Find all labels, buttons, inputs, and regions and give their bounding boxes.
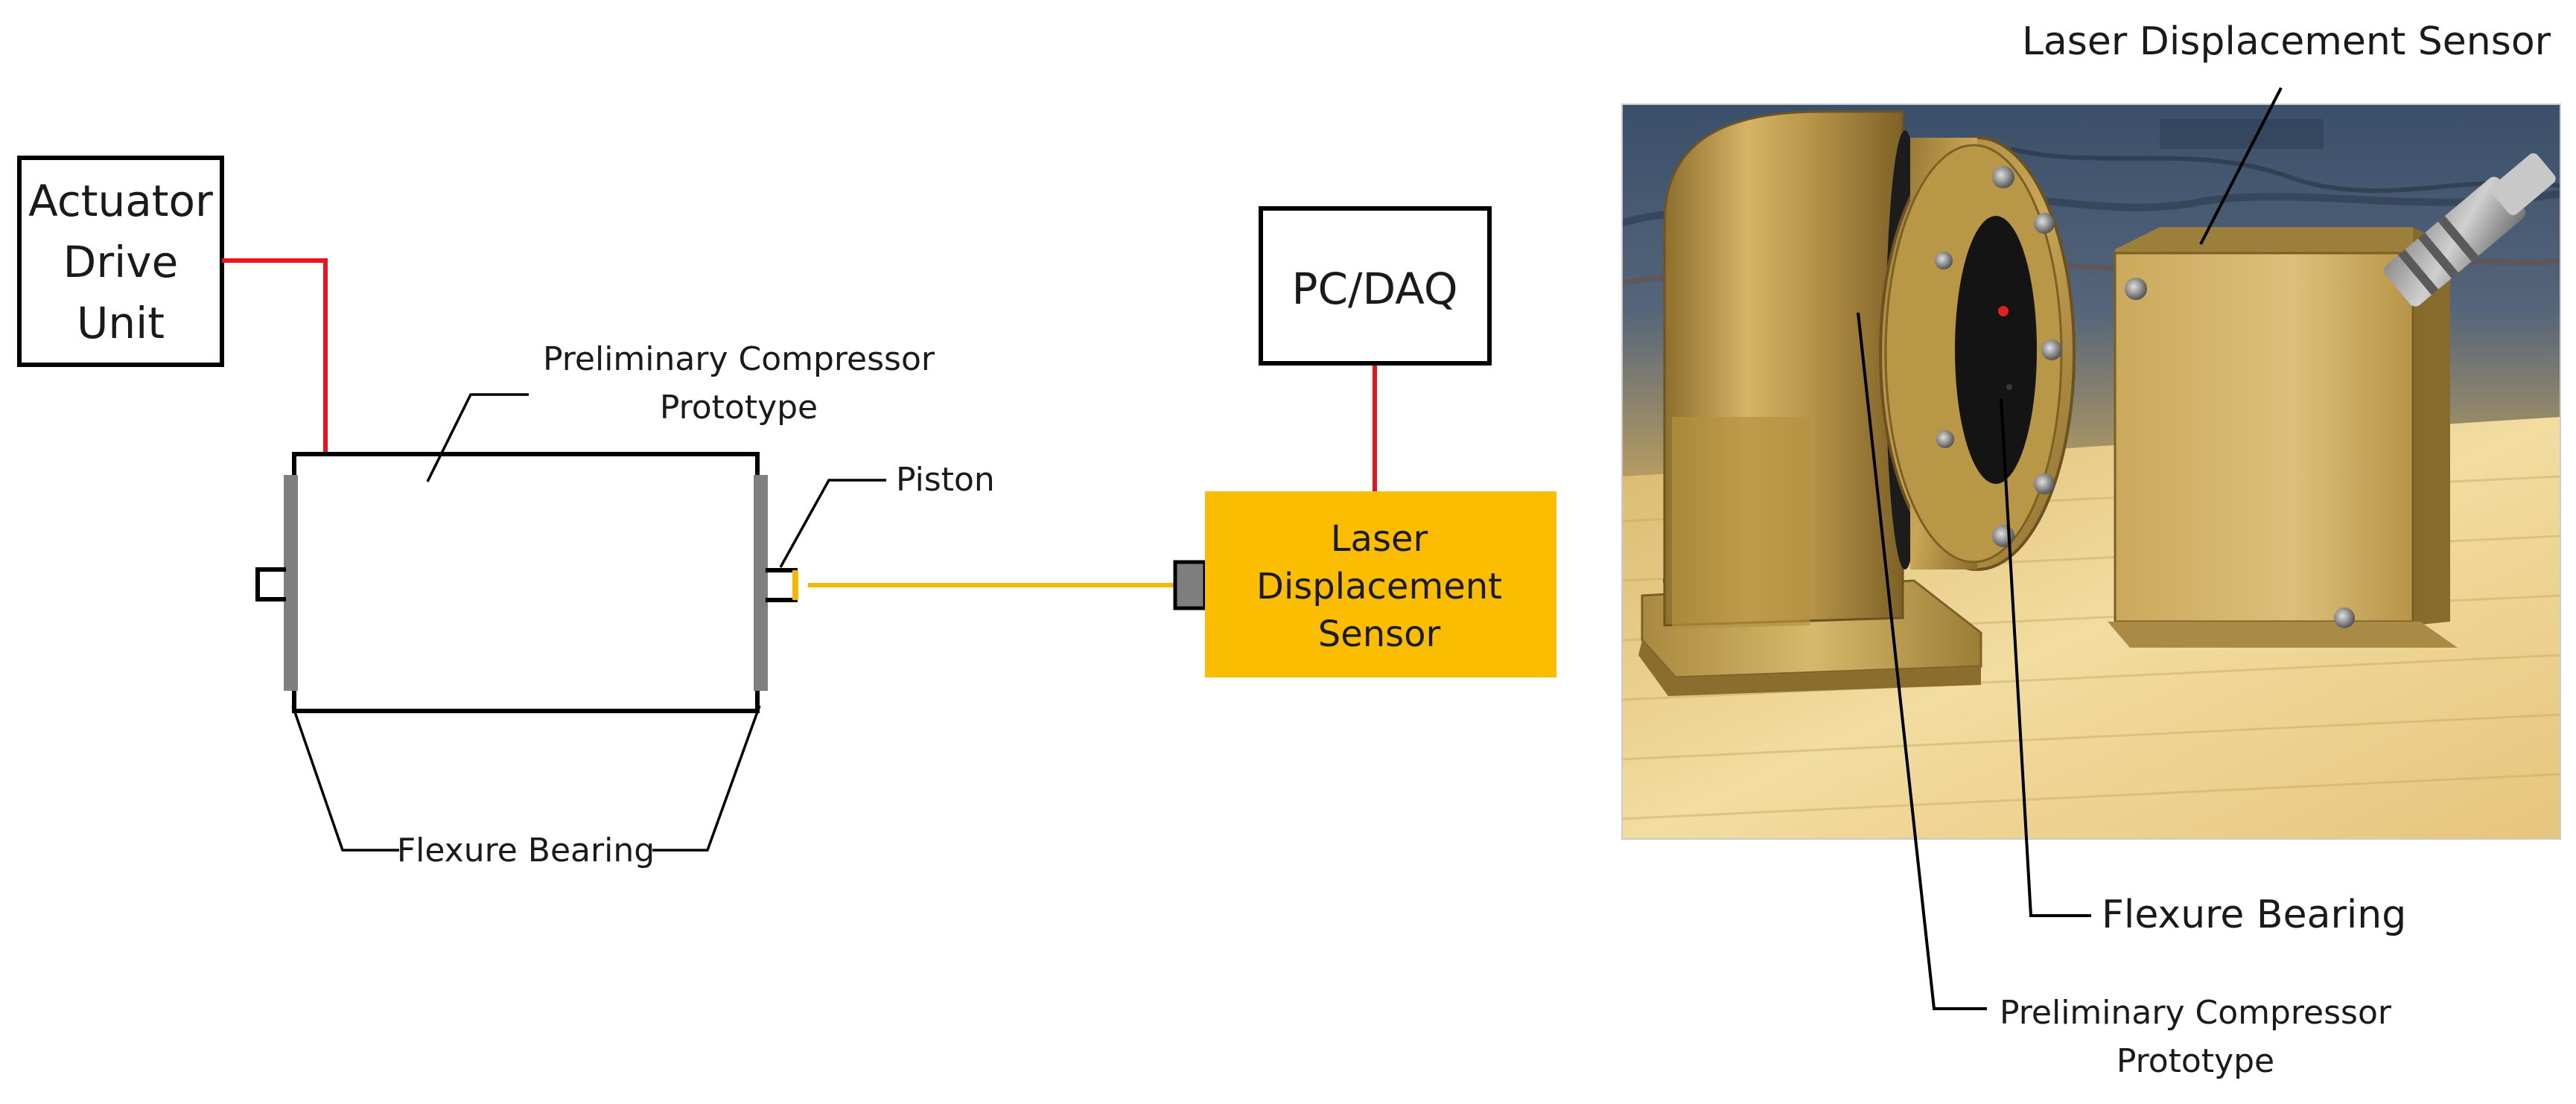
photo-compressor-label-line1: Preliminary Compressor: [2000, 994, 2392, 1032]
photo-compressor-label-line2: Prototype: [2117, 1042, 2274, 1080]
compressor-body: [292, 452, 760, 713]
photo-sensor-leader: [2199, 87, 2283, 245]
flexure-bearing-right: [754, 475, 768, 691]
flexure-leader-right: [652, 705, 761, 852]
apparatus-photo: [1622, 104, 2560, 839]
sensor-label-line2: Displacement: [1256, 566, 1502, 607]
photo-flexure-leader: [2000, 398, 2091, 917]
flexure-bearing-label: Flexure Bearing: [397, 832, 655, 870]
compressor-leader-line: [426, 393, 529, 482]
photo-border: [1621, 103, 2561, 840]
laser-sensor-head: [1173, 560, 1207, 610]
actuator-label-line3: Unit: [77, 298, 165, 348]
piston-label: Piston: [896, 461, 995, 499]
compressor-label-line1: Preliminary Compressor: [543, 340, 935, 378]
piston-leader-line: [779, 479, 886, 568]
piston-stub-right: [766, 568, 798, 602]
piston-stub-left: [255, 567, 286, 602]
drive-signal-wire: [222, 258, 328, 454]
actuator-label-line1: Actuator: [28, 176, 213, 226]
pc-daq-box: PC/DAQ: [1259, 206, 1492, 366]
photo-flexure-label: Flexure Bearing: [2102, 893, 2406, 937]
flexure-bearing-left: [284, 475, 298, 691]
photo-sensor-label: Laser Displacement Sensor: [2022, 19, 2551, 64]
actuator-drive-unit-box: Actuator Drive Unit: [17, 156, 224, 367]
sensor-label-line3: Sensor: [1318, 613, 1441, 655]
laser-displacement-sensor-box: Laser Displacement Sensor: [1205, 491, 1556, 677]
flexure-leader-left: [291, 705, 399, 852]
actuator-label-line2: Drive: [63, 237, 179, 287]
photo-compressor-leader: [1857, 312, 1987, 1010]
pc-daq-label: PC/DAQ: [1292, 264, 1458, 314]
sensor-label-line1: Laser: [1331, 518, 1428, 560]
compressor-label-line2: Prototype: [660, 389, 818, 427]
